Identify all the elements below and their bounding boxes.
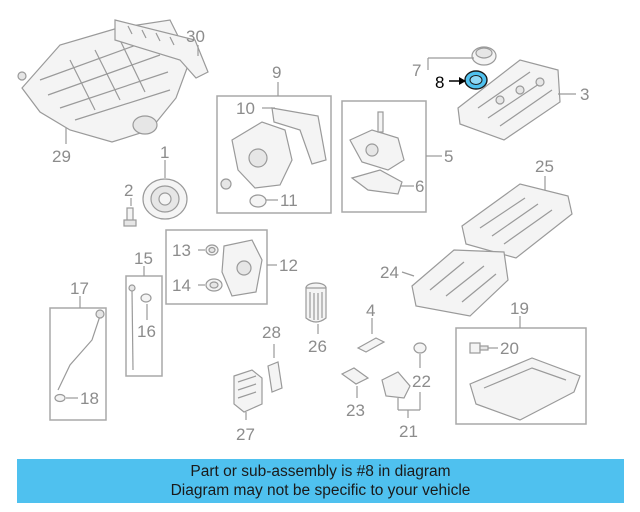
timing-cover-part: [220, 107, 327, 208]
label-30-leader: 30: [186, 27, 205, 56]
label-10: 10: [236, 99, 255, 118]
info-banner: Part or sub-assembly is #8 in diagram Di…: [17, 459, 624, 503]
label-7-bracket: 7: [412, 57, 474, 80]
label-4: 4: [366, 301, 375, 320]
dipstick-tube-part: [54, 309, 105, 403]
label-5: 5: [444, 147, 453, 166]
label-28: 28: [262, 323, 281, 342]
label-29: 29: [52, 147, 71, 166]
filler-cap-seal-part-highlighted: [464, 70, 488, 90]
group-box-12: [165, 229, 268, 305]
oil-pickup-part: [381, 342, 427, 399]
label-16: 16: [137, 322, 156, 341]
lower-oil-pan-part: [469, 357, 581, 421]
drain-plug-part: [469, 342, 489, 354]
label-6: 6: [415, 177, 424, 196]
label-22: 22: [412, 372, 431, 391]
bracket-28-part: [267, 361, 283, 393]
label-8: 8: [435, 73, 444, 92]
label-11: 11: [280, 191, 298, 210]
seal-13-part: [205, 244, 219, 256]
label-24: 24: [380, 263, 399, 282]
group-box-9: [216, 95, 332, 214]
label-20: 20: [500, 339, 519, 358]
label-9: 9: [272, 63, 281, 82]
label-3: 3: [580, 85, 589, 104]
label-21: 21: [399, 422, 418, 441]
label-25: 25: [535, 157, 554, 176]
upper-oil-pan-part: [461, 183, 573, 259]
group-box-19: [455, 327, 587, 425]
oil-filler-cap-part: [471, 46, 497, 66]
label-19: 19: [510, 299, 529, 318]
label-13: 13: [172, 241, 191, 260]
oil-filter-part: [305, 282, 327, 323]
label-29-leader: 29: [52, 128, 71, 166]
dipstick-part: [128, 284, 152, 371]
part-23: [340, 367, 370, 385]
label-18: 18: [80, 389, 99, 408]
seal-14-part: [205, 278, 223, 292]
label-21-bracket: 21: [397, 392, 421, 441]
label-1: 1: [160, 143, 169, 162]
label-15: 15: [134, 249, 153, 268]
oil-cooler-part: [233, 369, 263, 413]
lower-crankcase-part: [411, 249, 509, 317]
pulley-bolt-part: 2: [123, 181, 137, 227]
label-2: 2: [124, 181, 133, 200]
label-14: 14: [172, 276, 191, 295]
valve-cover-part: [457, 59, 561, 141]
group-box-17: [49, 307, 107, 421]
oil-pump-part: [349, 111, 405, 195]
label-12: 12: [279, 256, 298, 275]
label-17: 17: [70, 279, 89, 298]
crank-pulley-part: 1: [142, 143, 188, 220]
intake-manifold-part: [17, 19, 209, 143]
banner-line-1: Part or sub-assembly is #8 in diagram: [190, 463, 451, 480]
label-26: 26: [308, 337, 327, 356]
label-23: 23: [346, 401, 365, 420]
gasket-4-part: [356, 337, 386, 353]
label-8-arrow: 8: [435, 73, 466, 92]
label-30: 30: [186, 27, 205, 46]
front-cover-part: [221, 239, 263, 297]
label-7: 7: [412, 61, 421, 80]
banner-line-2: Diagram may not be specific to your vehi…: [170, 482, 471, 499]
label-27: 27: [236, 425, 255, 444]
